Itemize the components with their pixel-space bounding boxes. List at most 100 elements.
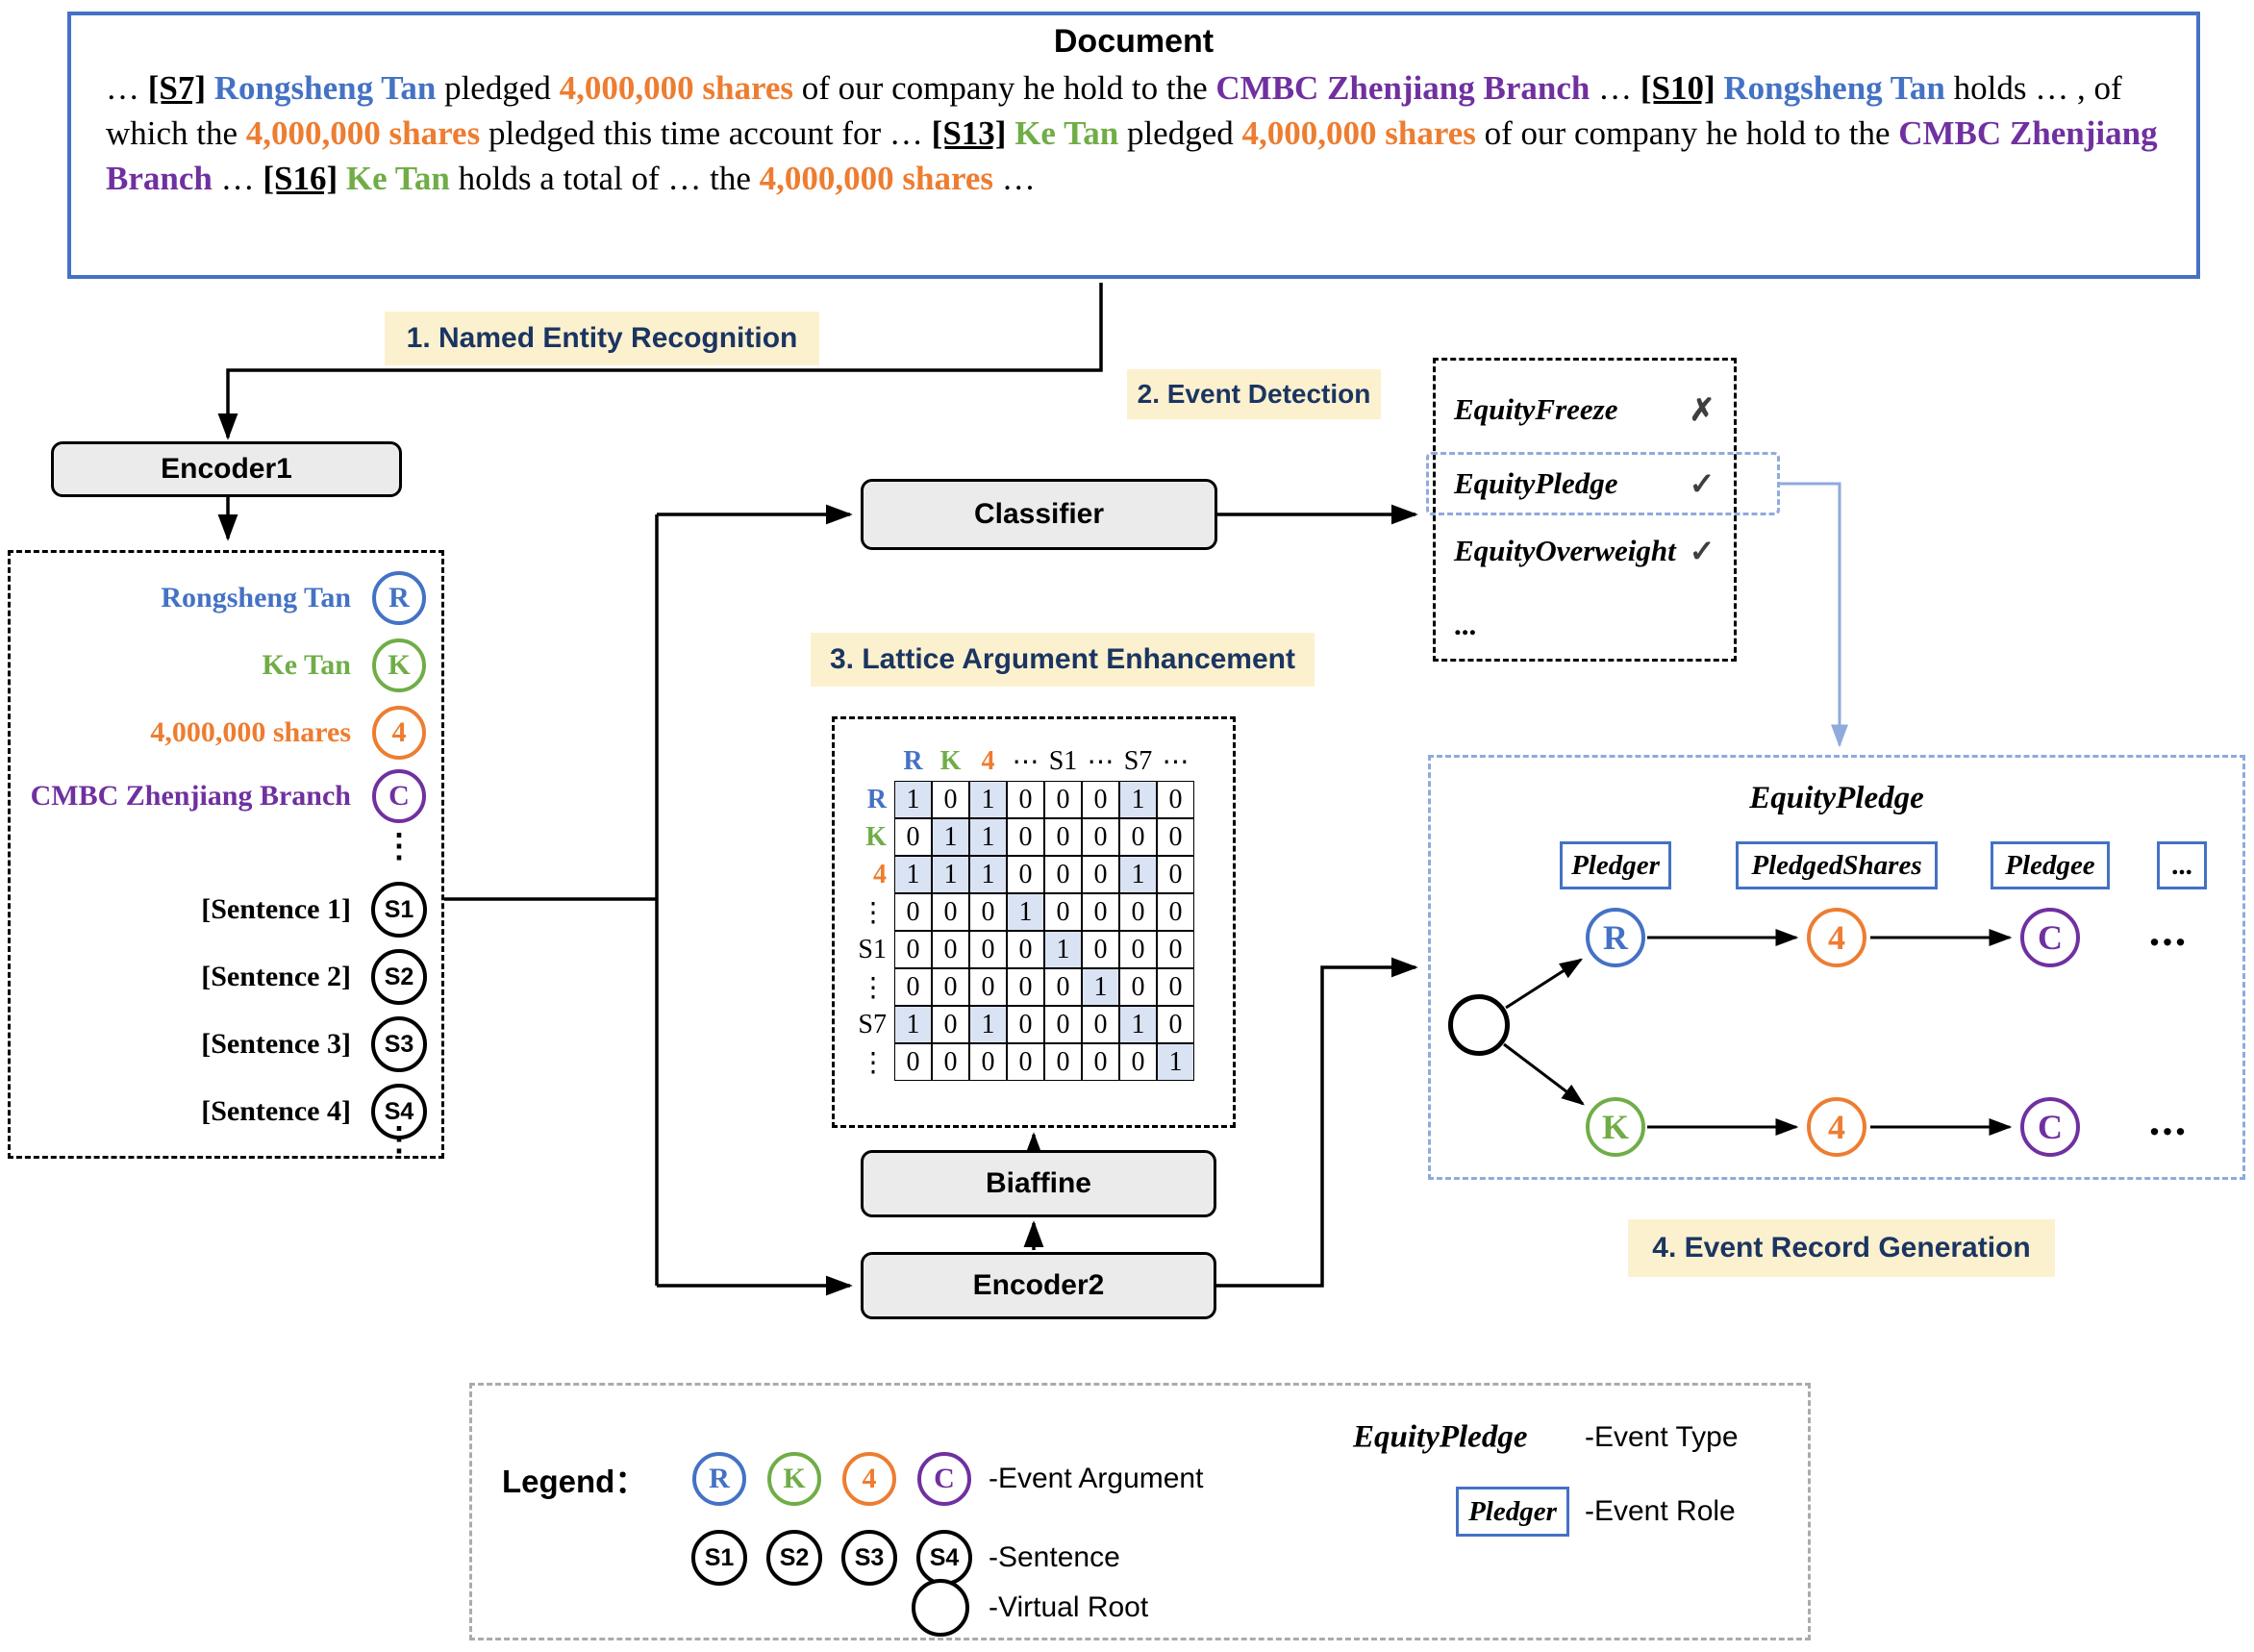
sentence-label-3: [Sentence 3] bbox=[201, 1028, 351, 1060]
matrix-cell: 0 bbox=[1082, 1043, 1119, 1081]
biaffine-box: Biaffine bbox=[861, 1150, 1216, 1217]
check-icon: ✓ bbox=[1689, 466, 1716, 501]
entities-ellipsis: ⋮ bbox=[383, 829, 415, 864]
doc-segment: … bbox=[1590, 69, 1640, 107]
sentences-ellipsis: ⋮ bbox=[383, 1122, 415, 1158]
matrix-cell: 0 bbox=[1007, 1043, 1044, 1081]
matrix-row-label: S1 bbox=[858, 934, 887, 964]
doc-segment: of our company he hold to the bbox=[793, 69, 1216, 107]
matrix-cell: 0 bbox=[894, 893, 932, 931]
matrix-corner bbox=[846, 742, 894, 781]
matrix-col-header: ⋯ bbox=[1087, 747, 1114, 777]
matrix-col-header: S1 bbox=[1048, 746, 1078, 776]
doc-segment: [S16] bbox=[263, 160, 338, 197]
record-row1-ellipsis: ... bbox=[2148, 906, 2189, 955]
eventtype-to-record-connector bbox=[1780, 482, 1848, 748]
sentence-label-1: [Sentence 1] bbox=[201, 893, 351, 925]
matrix-row-label: R bbox=[866, 784, 887, 814]
matrix-cell: 1 bbox=[969, 856, 1007, 893]
classifier-box: Classifier bbox=[861, 479, 1217, 550]
doc-segment: … bbox=[993, 160, 1036, 197]
matrix-cell: 0 bbox=[1157, 818, 1194, 856]
matrix-cell: 0 bbox=[1157, 893, 1194, 931]
entity-node-4: 4 bbox=[372, 706, 426, 760]
record-node-K: K bbox=[1586, 1097, 1645, 1157]
matrix-col-header: R bbox=[903, 746, 923, 776]
matrix-cell: 0 bbox=[1007, 818, 1044, 856]
event-types-box bbox=[1433, 358, 1737, 662]
role-box-pledger: Pledger bbox=[1560, 841, 1671, 889]
matrix-cell: 0 bbox=[1044, 781, 1082, 818]
matrix-cell: 0 bbox=[1082, 1006, 1119, 1043]
doc-segment: pledged bbox=[1118, 114, 1242, 152]
doc-segment bbox=[206, 69, 214, 107]
entities-box bbox=[8, 550, 444, 1159]
matrix-cell: 0 bbox=[932, 893, 969, 931]
matrix-cell: 0 bbox=[932, 781, 969, 818]
doc-segment bbox=[1006, 114, 1014, 152]
doc-segment: 4,000,000 shares bbox=[559, 69, 794, 107]
matrix-cell: 1 bbox=[1007, 893, 1044, 931]
matrix-cell: 0 bbox=[894, 1043, 932, 1081]
entity-node-R: R bbox=[372, 571, 426, 625]
matrix-cell: 0 bbox=[932, 1006, 969, 1043]
matrix-cell: 1 bbox=[932, 818, 969, 856]
matrix-cell: 1 bbox=[894, 781, 932, 818]
matrix-col-header: ⋯ bbox=[1162, 747, 1190, 777]
record-node-4-bottom: 4 bbox=[1807, 1097, 1866, 1157]
matrix-cell: 0 bbox=[1082, 931, 1119, 968]
doc-segment: 4,000,000 shares bbox=[245, 114, 481, 152]
document-box: Document … [S7] Rongsheng Tan pledged 4,… bbox=[67, 12, 2200, 279]
matrix-cell: 0 bbox=[969, 968, 1007, 1006]
doc-segment: pledged this time account for … bbox=[480, 114, 932, 152]
matrix-cell: 0 bbox=[1157, 1006, 1194, 1043]
doc-segment: [S10] bbox=[1640, 69, 1716, 107]
legend-root-label: -Virtual Root bbox=[989, 1591, 1149, 1623]
doc-segment: 4,000,000 shares bbox=[759, 160, 994, 197]
root-to-R-arrow bbox=[1505, 958, 1584, 1010]
matrix-cell: 0 bbox=[932, 968, 969, 1006]
virtual-root-node bbox=[1448, 994, 1510, 1056]
matrix-cell: 0 bbox=[1044, 968, 1082, 1006]
matrix-cell: 1 bbox=[969, 1006, 1007, 1043]
record-node-C-bottom: C bbox=[2020, 1097, 2080, 1157]
matrix-col-header: S7 bbox=[1123, 746, 1153, 776]
legend-sentence-label: -Sentence bbox=[989, 1541, 1120, 1573]
entity-node-K: K bbox=[372, 638, 426, 692]
encoder2-to-record-connector bbox=[1216, 957, 1418, 1288]
doc-segment bbox=[338, 160, 346, 197]
event-type-equitypledge: EquityPledge bbox=[1454, 466, 1618, 500]
matrix-cell: 0 bbox=[1119, 968, 1157, 1006]
matrix-row-label: ⋮ bbox=[860, 897, 887, 928]
legend-virtual-root bbox=[912, 1579, 969, 1637]
doc-segment: holds … , of which the bbox=[106, 69, 2122, 152]
matrix-cell: 0 bbox=[932, 931, 969, 968]
matrix-cell: 0 bbox=[1044, 893, 1082, 931]
matrix-cell: 0 bbox=[969, 931, 1007, 968]
doc-segment: [S7] bbox=[147, 69, 207, 107]
legend-node-S4: S4 bbox=[916, 1530, 972, 1586]
matrix-cell: 0 bbox=[969, 893, 1007, 931]
event-types-ellipsis: ... bbox=[1454, 608, 1477, 641]
step2-label: 2. Event Detection bbox=[1127, 369, 1381, 419]
matrix-cell: 0 bbox=[1082, 856, 1119, 893]
legend-node-S1: S1 bbox=[691, 1530, 747, 1586]
role-box-pledgee: Pledgee bbox=[1991, 841, 2110, 889]
doc-to-encoder1-connector bbox=[217, 283, 1103, 440]
doc-segment: holds a total of … the bbox=[449, 160, 760, 197]
matrix-cell: 0 bbox=[1007, 1006, 1044, 1043]
matrix-cell: 0 bbox=[969, 1043, 1007, 1081]
matrix-cell: 0 bbox=[1157, 931, 1194, 968]
matrix-cell: 0 bbox=[1119, 1043, 1157, 1081]
matrix-cell: 0 bbox=[1082, 893, 1119, 931]
matrix-cell: 1 bbox=[969, 781, 1007, 818]
event-type-equityfreeze: EquityFreeze bbox=[1454, 392, 1618, 426]
event-record-box bbox=[1428, 755, 2245, 1180]
role-box-pledgedshares: PledgedShares bbox=[1736, 841, 1938, 889]
record-node-C-top: C bbox=[2020, 908, 2080, 967]
matrix-cell: 0 bbox=[1082, 818, 1119, 856]
matrix-cell: 0 bbox=[1119, 893, 1157, 931]
legend-event-role-label: -Event Role bbox=[1585, 1495, 1736, 1527]
